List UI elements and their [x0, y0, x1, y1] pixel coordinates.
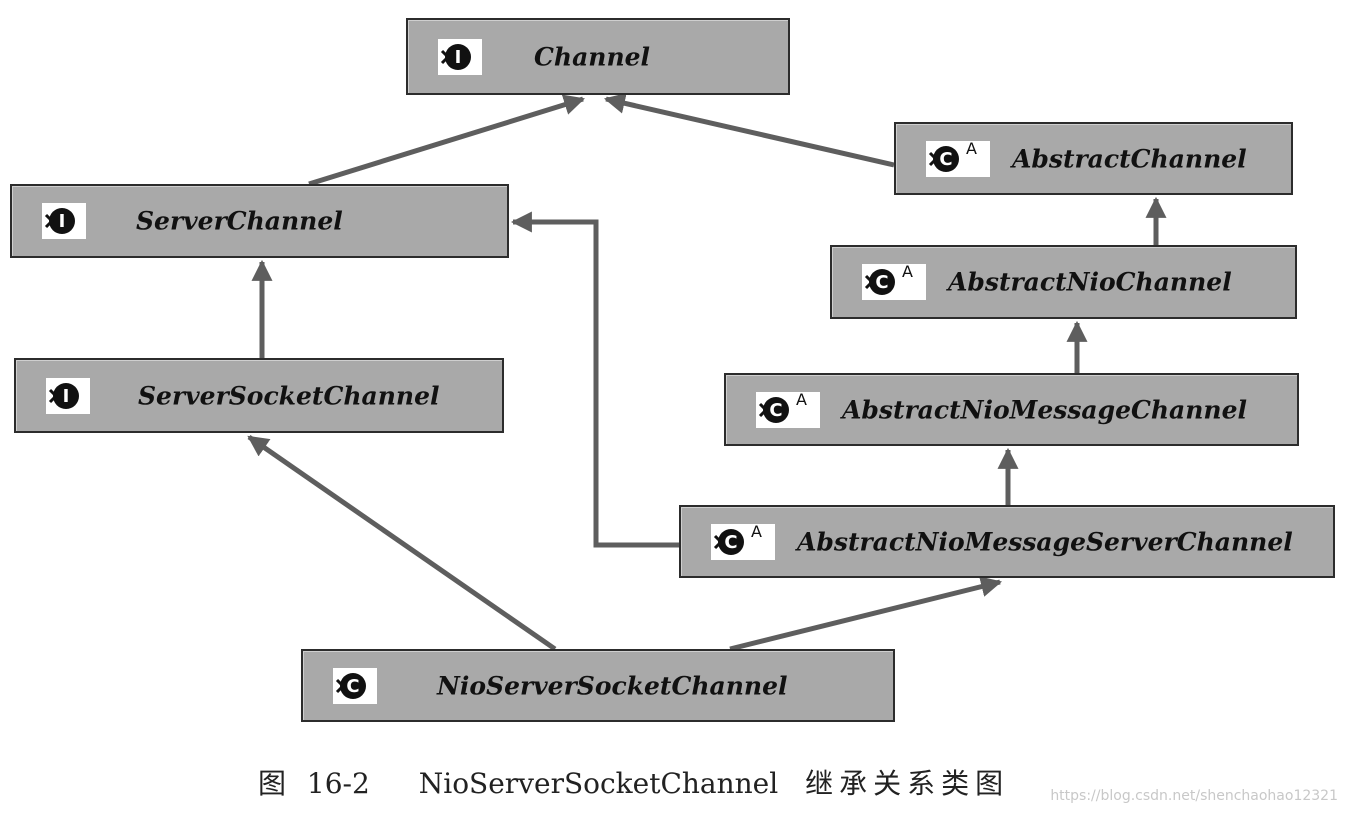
svg-text:C: C [939, 149, 952, 170]
caption-subject: NioServerSocketChannel [418, 767, 779, 800]
abstract-marker: A [751, 521, 762, 541]
class-name-label: NioServerSocketChannel [437, 671, 788, 700]
inherits-arrow-abstract-nio-message-server-channel-to-server-channel [510, 211, 679, 548]
svg-text:I: I [455, 47, 462, 68]
class-name-label: AbstractNioChannel [948, 267, 1232, 297]
svg-text:C: C [769, 400, 782, 421]
class-node-server-channel[interactable]: I ServerChannel [10, 184, 509, 258]
svg-text:I: I [63, 386, 70, 407]
figure-caption: 图 16-2 NioServerSocketChannel 继承关系类图 [258, 762, 1009, 802]
caption-figure-number: 16-2 [306, 767, 370, 800]
abstract-marker: A [796, 389, 807, 409]
class-node-channel[interactable]: I Channel [406, 18, 790, 95]
caption-figure-prefix: 图 [258, 767, 287, 800]
class-name-label: ServerSocketChannel [138, 381, 440, 410]
abstract-marker: A [902, 262, 913, 281]
caption-description: 继承关系类图 [805, 767, 1010, 800]
class-node-nio-server-socket-channel[interactable]: C NioServerSocketChannel [301, 649, 895, 722]
svg-text:C: C [875, 272, 888, 293]
inherits-arrow-nio-server-socket-channel-to-abstract-nio-message-server-channel [729, 576, 1003, 652]
interface-icon: I [42, 203, 86, 239]
svg-text:C: C [346, 676, 359, 697]
interface-icon: I [438, 38, 482, 75]
class-name-label: Channel [534, 42, 651, 71]
class-name-label: AbstractNioMessageChannel [842, 395, 1248, 424]
class-name-label: ServerChannel [136, 206, 343, 236]
inherits-arrow-abstract-channel-to-channel [603, 92, 895, 168]
class-name-label: AbstractChannel [1012, 144, 1247, 173]
class-node-server-socket-channel[interactable]: I ServerSocketChannel [14, 358, 504, 433]
abstract-marker: A [966, 138, 977, 158]
inherits-arrow-server-channel-to-channel [308, 94, 586, 187]
class-icon: C [333, 667, 377, 704]
svg-text:I: I [59, 211, 66, 232]
watermark-url: https://blog.csdn.net/shenchaohao12321 [1050, 788, 1338, 804]
class-name-label: AbstractNioMessageServerChannel [797, 527, 1293, 556]
inherits-arrow-nio-server-socket-channel-to-server-socket-channel [247, 434, 557, 652]
svg-text:C: C [724, 532, 737, 553]
interface-icon: I [46, 377, 90, 414]
